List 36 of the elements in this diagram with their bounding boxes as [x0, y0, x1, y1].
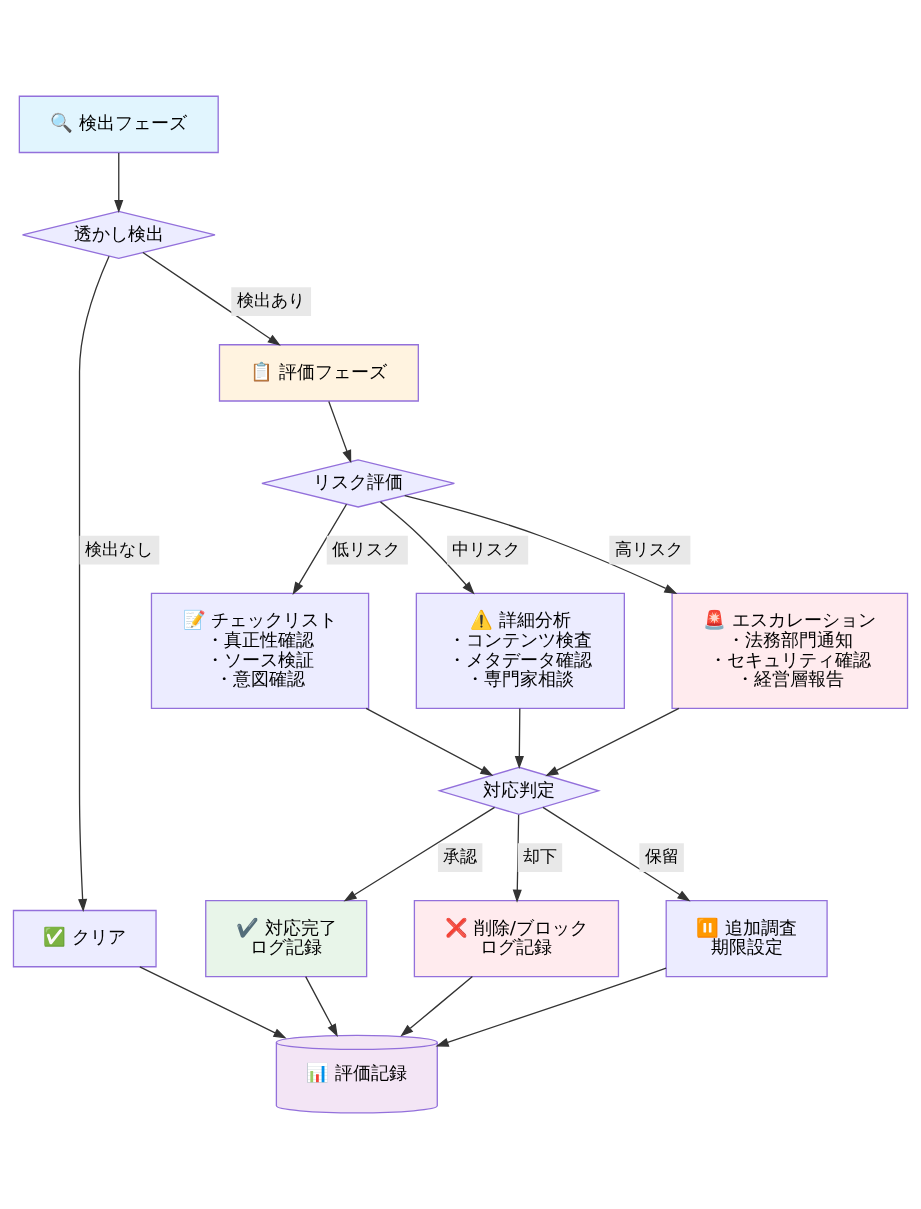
- arrow: [114, 152, 124, 214]
- edge-label: 高リスク: [614, 538, 683, 559]
- arrow: [514, 707, 524, 770]
- arrow: [404, 495, 678, 594]
- edge-label: 承認: [443, 845, 478, 866]
- node-diamond: リスク評価: [261, 459, 456, 508]
- node-box: ⚠ 詳細分析 ・コンテンツ検査 ・メタデータ確認 ・専門家相談: [415, 592, 625, 710]
- arrow: [343, 806, 496, 902]
- node-box: 🔍 検出フェーズ: [18, 95, 219, 154]
- node-box: 📝 チェックリスト ・真正性確認 ・ソース検証 ・意図確認: [150, 592, 370, 710]
- edge-label: 中リスク: [452, 538, 521, 559]
- arrow: [542, 806, 691, 902]
- arrow: [328, 400, 352, 464]
- arrow: [139, 966, 287, 1039]
- arrow: [365, 707, 494, 776]
- edge-label: 保留: [644, 845, 679, 866]
- node-box: ✔ 対応完了 ログ記録: [205, 900, 368, 978]
- node-box: 📋 評価フェーズ: [218, 344, 419, 402]
- edge-label: 却下: [522, 845, 557, 866]
- node-box: 🚨 エスカレーション ・法務部門通知 ・セキュリティ確認 ・経営層報告: [671, 592, 909, 710]
- node-box: ⏸ 追加調査 期限設定: [665, 900, 828, 978]
- arrow: [379, 501, 475, 595]
- edge-label: 低リスク: [331, 538, 400, 559]
- edge-label: 検出あり: [237, 290, 306, 311]
- arrow: [292, 503, 348, 595]
- arrow: [512, 814, 522, 903]
- arrow: [400, 975, 474, 1037]
- arrow: [545, 707, 680, 777]
- arrow: [305, 975, 338, 1038]
- node-box: ✅ クリア: [12, 909, 157, 968]
- edge-label: 検出なし: [85, 538, 154, 559]
- node-box: ❌ 削除/ブロック ログ記録: [413, 900, 620, 978]
- arrow: [78, 255, 110, 913]
- arrow: [142, 251, 281, 346]
- arrow: [435, 967, 667, 1047]
- node-diamond: 透かし検出: [21, 210, 216, 260]
